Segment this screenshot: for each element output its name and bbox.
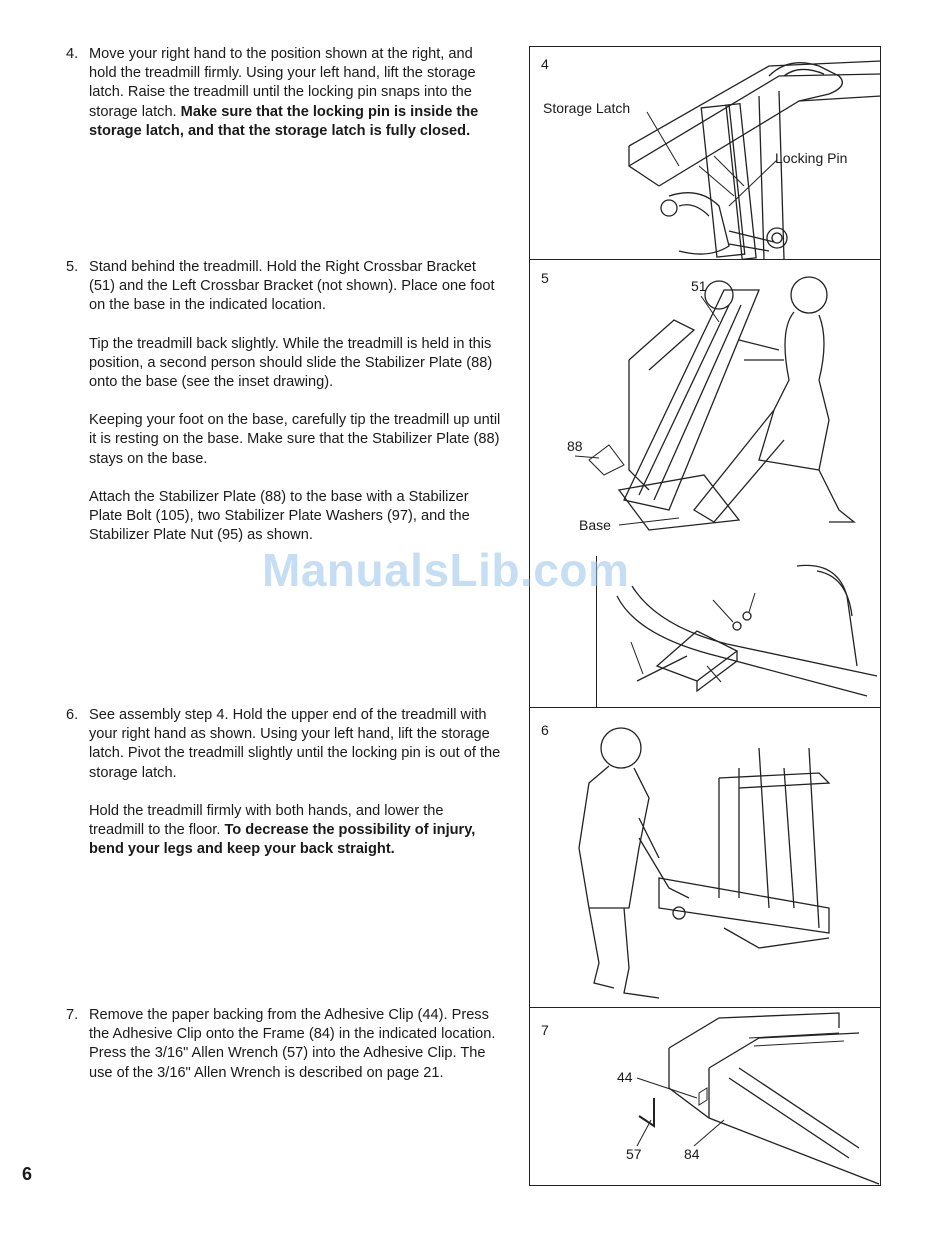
step-paragraph: Keeping your foot on the base, carefully…: [89, 412, 501, 467]
step-number: 7.: [66, 1007, 79, 1023]
callout-51: 51: [691, 278, 707, 294]
watermark: ManualsLib.com: [262, 544, 630, 596]
callout-57: 57: [626, 1146, 642, 1162]
step-paragraph: Hold the treadmill firmly with both hand…: [89, 802, 476, 858]
callout-storage-latch: Storage Latch: [543, 100, 631, 116]
inset-stabilizer-plate: [596, 556, 881, 707]
figure-column-frame: [529, 46, 881, 1186]
step-5: 5. Stand behind the treadmill. Hold the …: [66, 258, 502, 564]
figure-number: 4: [541, 56, 549, 72]
figure-number: 6: [541, 722, 549, 738]
callout-base: Base: [579, 517, 611, 533]
figure-5: 5 51 88 Base: [529, 260, 881, 556]
figure-6: 6: [529, 708, 881, 1007]
step-4: 4. Move your right hand to the position …: [66, 45, 502, 160]
step-number: 5.: [66, 259, 79, 275]
step-paragraph: See assembly step 4. Hold the upper end …: [89, 707, 501, 781]
adhesive-clip-illustration: [638, 1012, 880, 1185]
treadmill-tip-up-illustration: [588, 276, 856, 531]
figure-divider: [529, 259, 881, 260]
step-paragraph: Move your right hand to the position sho…: [89, 46, 479, 139]
stabilizer-plate-illustration: [616, 564, 878, 697]
figure-4: 4 Storage Latch Locking Pin: [529, 46, 881, 259]
warning-text: Make sure that the locking pin is inside…: [89, 103, 479, 139]
figure-divider: [529, 1007, 881, 1008]
step-number: 4.: [66, 46, 79, 62]
callout-44: 44: [617, 1069, 633, 1085]
step-paragraph: Tip the treadmill back slightly. While t…: [89, 335, 493, 391]
warning-text: To decrease the possibility of injury, b…: [89, 822, 476, 858]
step-paragraph: Remove the paper backing from the Adhesi…: [89, 1007, 496, 1081]
figure-number: 5: [541, 270, 549, 286]
step-7: 7. Remove the paper backing from the Adh…: [66, 1006, 502, 1102]
step-number: 6.: [66, 707, 79, 723]
figure-number: 7: [541, 1022, 549, 1038]
step-paragraph: Attach the Stabilizer Plate (88) to the …: [89, 488, 470, 544]
callout-locking-pin: Locking Pin: [775, 150, 848, 166]
page-number: 6: [22, 1164, 33, 1184]
treadmill-lowering-illustration: [578, 727, 831, 999]
figure-7: 7 44 57 84: [529, 1008, 881, 1186]
figure-divider: [529, 707, 881, 708]
callout-84: 84: [684, 1146, 700, 1162]
callout-88: 88: [567, 438, 583, 454]
step-6: 6. See assembly step 4. Hold the upper e…: [66, 706, 502, 878]
step-paragraph: Stand behind the treadmill. Hold the Rig…: [89, 259, 495, 314]
